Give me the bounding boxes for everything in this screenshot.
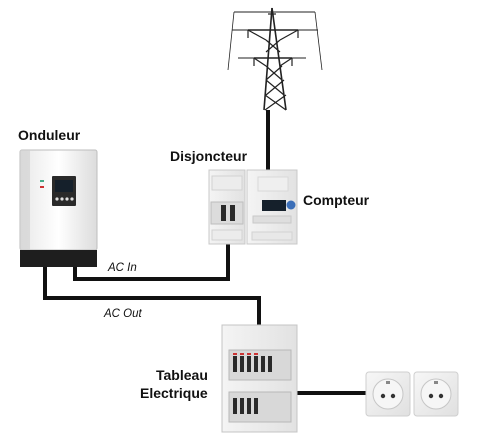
wires bbox=[43, 110, 368, 395]
wire-ac-in bbox=[73, 242, 230, 281]
electric-meter-icon bbox=[246, 169, 298, 245]
meter-label: Compteur bbox=[303, 192, 370, 208]
wall-socket-icon bbox=[413, 371, 459, 417]
ac-in-label: AC In bbox=[108, 262, 137, 274]
inverter-label: Onduleur bbox=[18, 127, 81, 143]
electrical-panel-icon bbox=[221, 324, 298, 433]
circuit-breaker-icon bbox=[208, 169, 246, 245]
wire-ac-out bbox=[43, 266, 261, 327]
electricity-pylon-icon bbox=[227, 7, 323, 111]
wall-socket-icon bbox=[365, 371, 411, 417]
breaker-label: Disjoncteur bbox=[170, 148, 248, 164]
panel-label-line2: Electrique bbox=[140, 385, 208, 401]
inverter-icon bbox=[19, 149, 98, 267]
ac-out-label: AC Out bbox=[104, 308, 142, 320]
panel-label-line1: Tableau bbox=[156, 367, 208, 383]
